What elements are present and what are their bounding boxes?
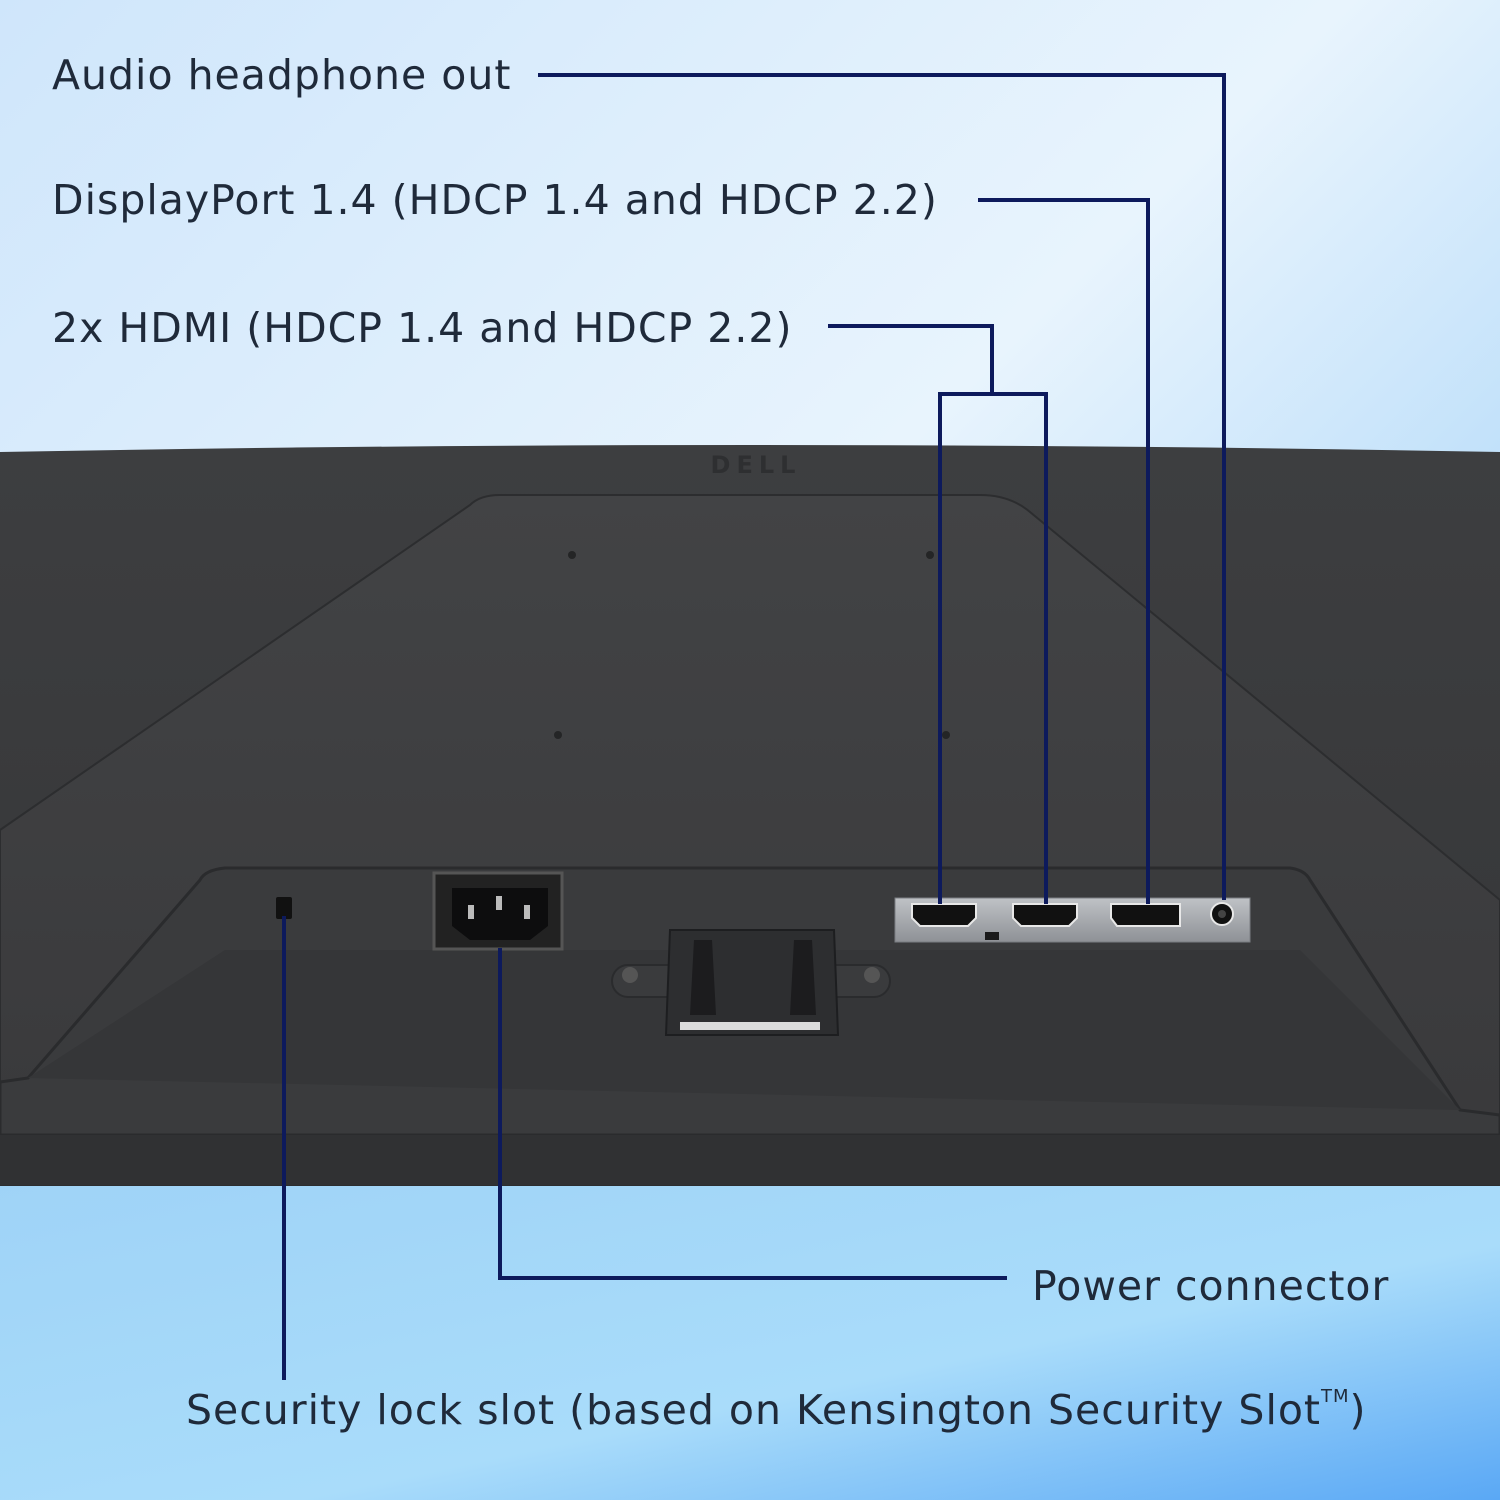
displayport-label: DisplayPort 1.4 (HDCP 1.4 and HDCP 2.2) <box>52 176 938 224</box>
security-lock-text: Security lock slot (based on Kensington … <box>186 1386 1321 1434</box>
audio-out-label: Audio headphone out <box>52 51 512 99</box>
svg-text:DELL: DELL <box>711 451 802 479</box>
trademark-symbol: TM <box>1321 1386 1350 1407</box>
security-lock-close: ) <box>1349 1386 1367 1434</box>
hdmi-label: 2x HDMI (HDCP 1.4 and HDCP 2.2) <box>52 304 793 352</box>
power-connector-label: Power connector <box>1032 1262 1390 1310</box>
security-lock-label: Security lock slot (based on Kensington … <box>186 1388 1367 1431</box>
